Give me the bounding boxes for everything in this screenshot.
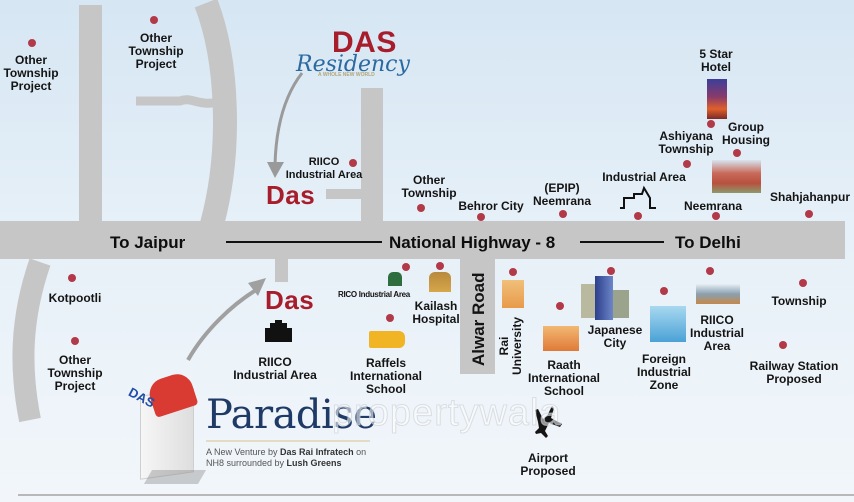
- marker-other-township-1[interactable]: [28, 39, 36, 47]
- das-project-marker-north[interactable]: Das: [266, 180, 316, 210]
- road-das-south-spur: [275, 258, 288, 282]
- label-kailash-hospital: Kailash Hospital: [412, 299, 460, 326]
- label-japanese-city: Japanese City: [587, 323, 643, 350]
- alwar-road: [460, 258, 495, 374]
- label-airport: Airport Proposed: [520, 451, 576, 478]
- marker-kotpootli[interactable]: [68, 274, 76, 282]
- marker-township-east[interactable]: [799, 279, 807, 287]
- label-shahjahanpur: Shahjahanpur: [769, 190, 850, 204]
- industrial-area-icon: [620, 185, 656, 209]
- marker-japanese-city[interactable]: [607, 267, 615, 275]
- highway-line-left: [226, 241, 382, 243]
- marker-group-housing[interactable]: [733, 149, 741, 157]
- label-neemrana: Neemrana: [683, 199, 743, 213]
- highway-line-right: [580, 241, 664, 243]
- raath-school-image: [543, 326, 579, 351]
- label-rai-university: Rai University: [497, 316, 524, 375]
- label-group-housing: Group Housing: [722, 120, 770, 147]
- marker-behror-city[interactable]: [477, 213, 485, 221]
- marker-epip-neemrana[interactable]: [559, 210, 567, 218]
- das-residency-logo: DAS Residency A WHOLE NEW WORLD: [296, 26, 410, 82]
- marker-rico-small[interactable]: [402, 263, 410, 271]
- label-kotpootli: Kotpootli: [48, 291, 102, 305]
- group-housing-image: [712, 160, 761, 193]
- watermark: propertywala: [332, 392, 562, 435]
- label-five-star-hotel: 5 Star Hotel: [699, 47, 733, 74]
- bottom-border: [18, 494, 854, 496]
- label-riico-east: RIICO Industrial Area: [689, 313, 744, 353]
- rico-small-icon: [388, 272, 402, 286]
- label-industrial-area: Industrial Area: [602, 170, 686, 184]
- marker-other-township-south[interactable]: [71, 337, 79, 345]
- label-ashiyana-township: Ashiyana Township: [658, 129, 714, 156]
- label-raath-school: Raath International School: [527, 358, 600, 398]
- highway-label-to-delhi: To Delhi: [675, 233, 741, 252]
- label-other-township-2: Other Township Project: [128, 31, 184, 71]
- paradise-tagline-line2: NH8 surrounded by Lush Greens: [206, 458, 342, 468]
- das-paradise-building-logo: DAS: [126, 370, 207, 486]
- highway-nh8: [0, 221, 845, 259]
- riico-factory-icon: [265, 320, 292, 342]
- paradise-underline: [206, 440, 370, 442]
- label-township-east: Township: [771, 294, 827, 308]
- road-left-vertical: [79, 5, 102, 221]
- label-other-township-1: Other Township Project: [3, 53, 59, 93]
- rai-university-image: [502, 280, 524, 308]
- foreign-industrial-zone-image: [650, 306, 686, 342]
- raffels-school-image: [369, 331, 405, 348]
- japanese-city-image: [581, 276, 631, 320]
- marker-neemrana[interactable]: [712, 212, 720, 220]
- marker-industrial-area[interactable]: [634, 212, 642, 220]
- road-das-residency-link: [326, 189, 362, 199]
- label-railway-station: Railway Station Proposed: [749, 359, 839, 386]
- kailash-hospital-image: [429, 272, 451, 292]
- marker-five-star-hotel[interactable]: [707, 120, 715, 128]
- paradise-title: Paradise: [206, 392, 377, 438]
- label-behror-city: Behror City: [458, 199, 524, 213]
- marker-kailash-hospital[interactable]: [436, 262, 444, 270]
- marker-raath-school[interactable]: [556, 302, 564, 310]
- label-riico-south: RIICO Industrial Area: [233, 355, 317, 382]
- label-riico-north: RIICO Industrial Area: [285, 156, 363, 181]
- airplane-icon: [535, 406, 562, 438]
- label-other-township-3: Other Township: [401, 173, 457, 200]
- riico-east-image: [696, 284, 740, 304]
- road-das-residency-spur: [361, 88, 383, 222]
- highway-label-nh8: National Highway - 8: [389, 233, 556, 252]
- das-residency-tagline: A WHOLE NEW WORLD: [318, 72, 375, 78]
- marker-riico-north[interactable]: [349, 159, 357, 167]
- marker-rai-university[interactable]: [509, 268, 517, 276]
- highway-label-to-jaipur: To Jaipur: [110, 233, 186, 252]
- marker-shahjahanpur[interactable]: [805, 210, 813, 218]
- paradise-tagline-line1: A New Venture by Das Rai Infratech on: [206, 447, 367, 457]
- label-foreign-industrial-zone: Foreign Industrial Zone: [636, 352, 691, 392]
- marker-foreign-industrial-zone[interactable]: [660, 287, 668, 295]
- marker-ashiyana-township[interactable]: [683, 160, 691, 168]
- label-other-township-south: Other Township Project: [47, 353, 103, 393]
- label-rico-small: RICO Industrial Area: [338, 290, 410, 299]
- label-epip-neemrana: (EPIP) Neemrana: [532, 181, 592, 208]
- marker-railway-station[interactable]: [779, 341, 787, 349]
- marker-riico-east[interactable]: [706, 267, 714, 275]
- das-project-marker-south[interactable]: Das: [265, 285, 315, 315]
- marker-other-township-3[interactable]: [417, 204, 425, 212]
- marker-other-township-2[interactable]: [150, 16, 158, 24]
- label-raffels-school: Raffels International School: [349, 356, 422, 396]
- marker-raffels-school[interactable]: [386, 314, 394, 322]
- das-residency-das: DAS: [332, 26, 397, 59]
- five-star-hotel-image: [707, 79, 727, 119]
- das-residency-script: Residency: [296, 52, 410, 77]
